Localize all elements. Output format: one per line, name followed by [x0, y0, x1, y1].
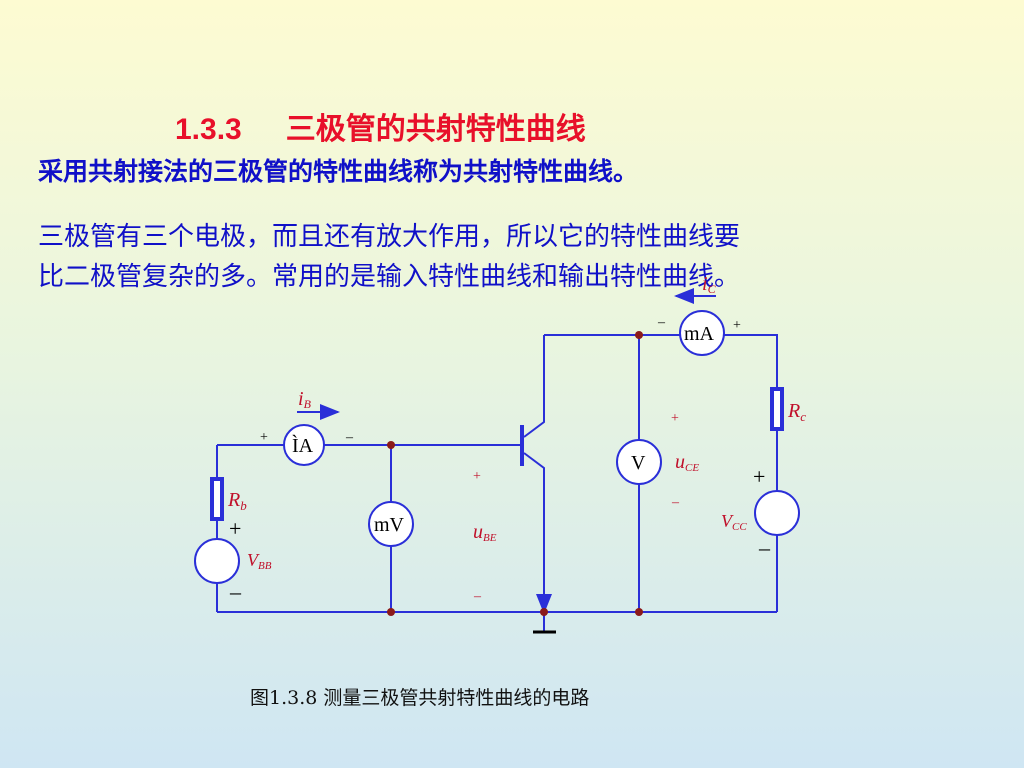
rb-label: Rb — [227, 489, 247, 513]
ube-plus: + — [473, 469, 481, 484]
section-title: 三极管的共射特性曲线 — [285, 112, 586, 147]
node-bottom-v — [635, 608, 643, 616]
node-base — [387, 441, 395, 449]
transistor-emitter — [523, 452, 552, 614]
voltmeter-label: V — [631, 452, 646, 474]
paragraph-line-2: 比二极管复杂的多。常用的是输入特性曲线和输出特性曲线。 — [38, 262, 741, 292]
uce-label: uCE — [675, 451, 699, 474]
millivoltmeter-label: mV — [374, 514, 405, 536]
milliammeter-minus: – — [657, 315, 666, 330]
uce-plus: + — [671, 411, 679, 426]
milliammeter-label: mA — [684, 323, 715, 345]
vbb-minus: – — [229, 579, 242, 604]
uce-minus: – — [671, 495, 680, 510]
ammeter-minus: – — [345, 430, 354, 445]
ammeter-base — [283, 424, 325, 466]
millivoltmeter — [368, 501, 414, 547]
vbb-plus: + — [229, 516, 241, 541]
ammeter-label: ÌA — [292, 434, 314, 457]
milliammeter-plus: + — [733, 318, 741, 333]
vcc-plus: + — [753, 464, 765, 489]
rc-label: Rc — [787, 400, 806, 424]
subtitle: 采用共射接法的三极管的特性曲线称为共射特性曲线。 — [38, 157, 639, 186]
wire-collector-top — [544, 334, 778, 612]
node-bottom-mv — [387, 608, 395, 616]
ube-minus: – — [473, 589, 482, 604]
section-number: 1.3.3 — [175, 113, 242, 146]
paragraph-line-1: 三极管有三个电极，而且还有放大作用，所以它的特性曲线要 — [38, 222, 741, 252]
source-vbb — [194, 538, 240, 584]
figure-caption: 图1.3.8 测量三极管共射特性曲线的电路 — [250, 687, 590, 709]
ib-label: iB — [298, 388, 312, 411]
node-bottom-emitter — [540, 608, 548, 616]
vbb-label: VBB — [247, 550, 272, 572]
transistor-collector — [523, 335, 545, 438]
milliammeter — [679, 310, 725, 356]
page-title: 1.3.3 三极管的共射特性曲线 — [175, 104, 586, 148]
ic-label: iC — [702, 273, 717, 296]
resistor-rb — [210, 477, 224, 521]
ube-label: uBE — [473, 521, 497, 544]
vcc-label: VCC — [721, 511, 747, 533]
source-vcc — [754, 490, 800, 536]
resistor-rc — [770, 387, 784, 431]
ammeter-plus: + — [260, 430, 268, 445]
vcc-minus: – — [758, 535, 771, 560]
voltmeter — [616, 439, 662, 485]
node-collector-v — [635, 331, 643, 339]
